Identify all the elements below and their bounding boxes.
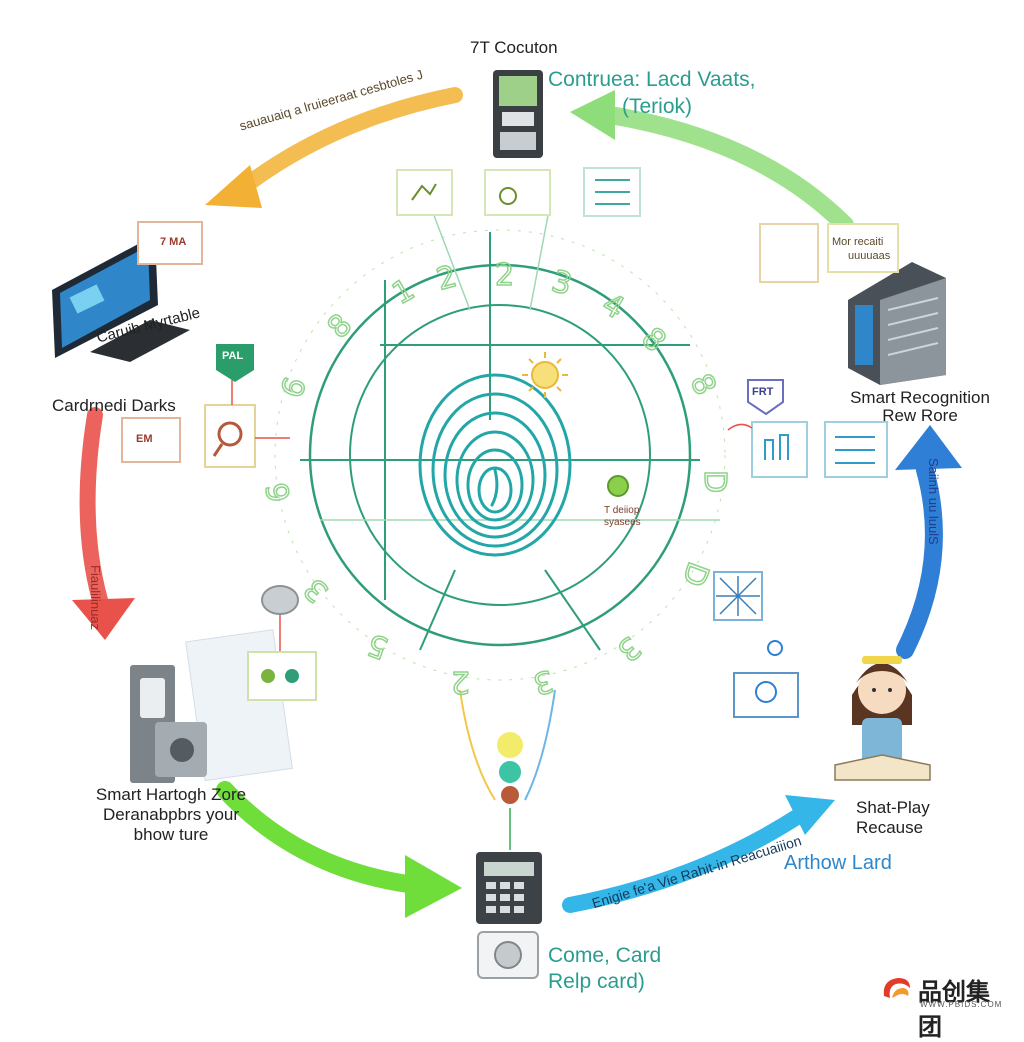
top-right-label-line2: (Teriok): [622, 95, 693, 118]
svg-text:2: 2: [433, 259, 461, 298]
server-label-line2: Rew Rore: [882, 406, 958, 425]
arrow-right-blue-head: [895, 425, 962, 470]
arrow-bottom-cyan: [562, 807, 808, 913]
svg-text:5: 5: [363, 626, 393, 665]
arrow-top-orange: [232, 87, 463, 198]
left-title: Cardrnedi Darks: [52, 396, 176, 415]
green-dot-icon: [607, 475, 629, 497]
bottom-label-line1: Come, Card: [548, 944, 662, 967]
bottom-label-line2: Relp card): [548, 970, 645, 993]
watermark-url: WWW.PBIDS.COM: [920, 1000, 1003, 1009]
arrow-bottom-green-head: [405, 855, 462, 918]
bottom-left-label-line1: Smart Hartogh Zore: [95, 785, 247, 804]
tag-7ma: 7 MA: [160, 236, 187, 248]
tag-more: Mor recaiti: [832, 236, 884, 248]
arrow-left-red: [79, 407, 108, 608]
tag-em: EM: [136, 433, 153, 445]
left-icon-row: [121, 380, 290, 468]
right-top-icons: [759, 223, 899, 283]
arrow-top-green: [601, 106, 854, 234]
svg-text:4: 4: [596, 287, 630, 327]
sun-icon: [522, 352, 568, 398]
svg-text:1: 1: [387, 272, 421, 312]
svg-text:2: 2: [451, 664, 470, 699]
arrow-left-red-head: [72, 598, 135, 640]
pal-badge: [216, 344, 254, 382]
arrow-top-orange-head: [205, 165, 262, 208]
tag-more-2: uuuuaas: [848, 250, 891, 262]
bottom-right-label: Arthow Lard: [784, 852, 892, 874]
svg-text:8: 8: [683, 369, 723, 401]
center-note-line1: T deiiop: [604, 505, 640, 516]
monitor-device: [52, 235, 190, 362]
svg-text:D: D: [697, 470, 732, 493]
person-label-line2: Recause: [856, 818, 924, 837]
arrow-top-green-head: [570, 90, 615, 140]
svg-text:3: 3: [548, 264, 576, 303]
person-label-line1: Shat-Play: [856, 798, 930, 817]
arrow-bottom-cyan-head: [785, 795, 835, 835]
fingerprint-icon: [418, 373, 572, 557]
watermark-logo: 品创集团 WWW.PBIDS.COM: [880, 970, 1010, 1041]
top-device-label: 7T Cocuton: [470, 38, 558, 57]
svg-text:D: D: [675, 557, 716, 591]
bottom-left-icons: [247, 585, 317, 701]
svg-text:2: 2: [495, 258, 514, 293]
right-lower-icons: [713, 571, 799, 718]
svg-text:6: 6: [275, 373, 314, 403]
server-device: [848, 262, 946, 385]
svg-text:3: 3: [297, 571, 335, 609]
center-note-line2: syasees: [604, 517, 641, 528]
central-ring: [274, 204, 726, 681]
top-icon-row: [396, 167, 641, 217]
bottom-left-label-line3: bhow ture: [133, 825, 209, 844]
svg-text:8: 8: [321, 307, 359, 345]
server-label-line1: Smart Recognition: [850, 388, 990, 407]
keypad-device: [476, 852, 542, 979]
arrow-right-blue: [896, 461, 943, 659]
svg-text:3: 3: [529, 662, 557, 701]
status-lights: [459, 689, 556, 850]
arrow-bottom-green: [216, 781, 424, 894]
right-middle-icons: [727, 379, 888, 478]
watermark-mark-icon: [883, 978, 910, 998]
right-arrow-text: Saiinh uu luulS: [926, 458, 941, 545]
bottom-left-label-line2: Deranabpbrs your: [102, 805, 240, 824]
tag-7ma-box: [137, 221, 203, 265]
svg-text:6: 6: [260, 480, 298, 505]
person-avatar: [834, 656, 931, 781]
top-right-label-line1: Contruea: Lacd Vaats,: [548, 68, 756, 91]
top-phone-device: [493, 70, 543, 158]
tag-frt: FRT: [752, 386, 774, 398]
cycle-arrows: [72, 87, 962, 918]
tag-pal: PAL: [222, 350, 244, 362]
left-arrow-text: Fiaulilinuaz: [88, 565, 103, 631]
